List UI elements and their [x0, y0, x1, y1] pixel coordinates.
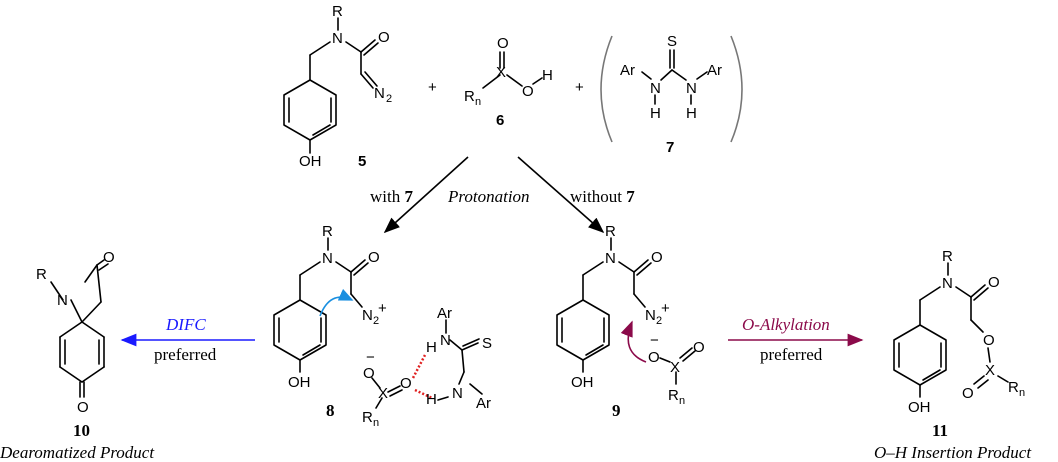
compound-9: R N O N 2 + OH 9 O − X O R n	[556, 223, 705, 420]
protonation-arrows: with 7 Protonation without 7	[370, 156, 635, 234]
arrow-label-protonation: Protonation	[447, 187, 530, 206]
product-name-11: O–H Insertion Product	[874, 443, 1032, 462]
arrow-label-with: with 7	[370, 187, 413, 206]
atom-X: X	[985, 362, 995, 379]
label-6: 6	[496, 112, 504, 129]
atom-O: O	[962, 385, 974, 402]
atom-N: N	[686, 80, 697, 97]
plus-sign: +	[428, 79, 437, 96]
label-5: 5	[358, 153, 366, 170]
subscript-n: n	[1019, 387, 1025, 399]
atom-H: H	[426, 339, 437, 356]
atom-N: N	[650, 80, 661, 97]
atom-H: H	[542, 67, 553, 84]
compound-5: R N O N 2 OH 5	[283, 3, 392, 170]
atom-H: H	[426, 391, 437, 408]
atom-N: N	[645, 307, 656, 324]
atom-N: N	[942, 275, 953, 292]
atom-X: X	[670, 359, 680, 376]
label-10: 10	[73, 421, 90, 440]
label-11: 11	[932, 421, 948, 440]
atom-O: O	[363, 365, 375, 382]
atom-R: R	[322, 223, 333, 240]
charge-plus: +	[661, 300, 670, 317]
atom-N: N	[374, 85, 385, 102]
label-9: 9	[612, 401, 621, 420]
atom-R: R	[36, 266, 47, 283]
curved-arrow-purple	[620, 320, 647, 363]
atom-R: R	[605, 223, 616, 240]
arrow-label-without: without 7	[570, 187, 635, 206]
arrow-label-preferred: preferred	[154, 345, 217, 364]
atom-O: O	[522, 83, 534, 100]
atom-OH: OH	[571, 374, 594, 391]
subscript-2: 2	[386, 93, 392, 105]
atom-N: N	[322, 250, 333, 267]
atom-X: X	[496, 64, 506, 81]
atom-O: O	[693, 339, 705, 356]
atom-R: R	[1008, 379, 1019, 396]
atom-R: R	[668, 387, 679, 404]
atom-O: O	[648, 349, 660, 366]
atom-OH: OH	[288, 374, 311, 391]
atom-H: H	[686, 105, 697, 122]
atom-N: N	[440, 332, 451, 349]
atom-R: R	[942, 248, 953, 265]
subscript-n: n	[679, 395, 685, 407]
arrow-label-oalkylation: O-Alkylation	[742, 315, 830, 334]
subscript-n: n	[373, 417, 379, 429]
atom-R: R	[362, 409, 373, 426]
product-name-10: Dearomatized Product	[0, 443, 155, 462]
atom-Ar: Ar	[476, 395, 491, 412]
atom-O: O	[77, 399, 89, 416]
atom-O: O	[983, 332, 995, 349]
atom-O: O	[368, 249, 380, 266]
arrow-label-preferred: preferred	[760, 345, 823, 364]
curved-arrow-blue	[319, 288, 354, 317]
atom-N: N	[362, 307, 373, 324]
atom-N: N	[332, 30, 343, 47]
difc-arrow: DIFC preferred	[120, 315, 255, 364]
label-7: 7	[666, 139, 674, 156]
charge-minus: −	[366, 349, 375, 366]
subscript-2: 2	[373, 315, 379, 327]
arrow-label-difc: DIFC	[165, 315, 206, 334]
atom-H: H	[650, 105, 661, 122]
atom-Ar: Ar	[620, 62, 635, 79]
atom-R: R	[464, 88, 475, 105]
label-8: 8	[326, 401, 335, 420]
charge-minus: −	[650, 332, 659, 349]
atom-X: X	[378, 385, 388, 402]
charge-plus: +	[378, 300, 387, 317]
oalkylation-arrow: O-Alkylation preferred	[728, 315, 864, 364]
atom-Ar: Ar	[437, 305, 452, 322]
compound-7: S Ar Ar N N H H 7	[600, 33, 743, 156]
compound-8: R N O N 2 + OH 8 O − X O R n H N Ar S	[273, 223, 492, 429]
atom-O: O	[103, 249, 115, 266]
atom-S: S	[667, 33, 677, 50]
atom-Ar: Ar	[707, 62, 722, 79]
compound-10: R N O O 10 Dearomatized Product	[0, 249, 155, 462]
plus-sign: +	[575, 79, 584, 96]
atom-N: N	[605, 250, 616, 267]
hbond-2	[414, 388, 433, 400]
compound-6: O X O H R n 6	[464, 35, 553, 129]
atom-R: R	[332, 3, 343, 20]
atom-OH: OH	[908, 399, 931, 416]
atom-O: O	[378, 29, 390, 46]
atom-OH: OH	[299, 153, 322, 170]
compound-11: R N O O X O R n OH 11 O–H Insertion Prod…	[874, 248, 1032, 462]
atom-O: O	[497, 35, 509, 52]
atom-S: S	[482, 335, 492, 352]
atom-O: O	[651, 249, 663, 266]
subscript-n: n	[475, 96, 481, 108]
atom-N: N	[57, 292, 68, 309]
hbond-1	[411, 354, 427, 379]
subscript-2: 2	[656, 315, 662, 327]
atom-N: N	[452, 385, 463, 402]
atom-O: O	[988, 274, 1000, 291]
atom-O: O	[400, 375, 412, 392]
